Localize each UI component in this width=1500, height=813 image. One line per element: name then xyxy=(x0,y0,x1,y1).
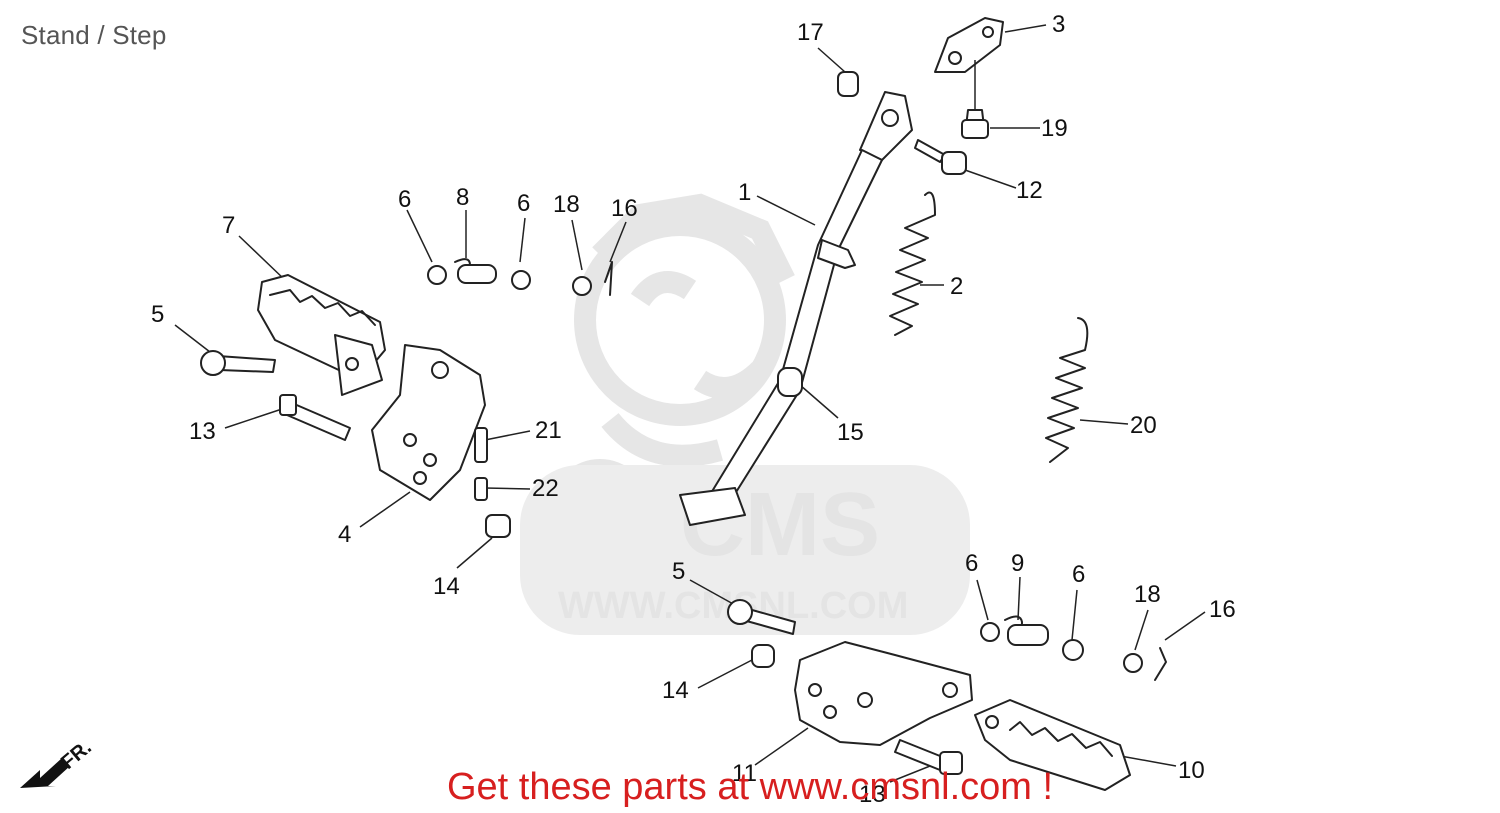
part-footpeg-bracket-left-4[interactable] xyxy=(371,344,486,501)
part-nut-left-14[interactable] xyxy=(485,514,511,538)
callout-7: 7 xyxy=(222,212,235,239)
callout-17: 17 xyxy=(797,19,824,46)
callout-12: 12 xyxy=(1016,177,1043,204)
part-footpeg-right-10[interactable] xyxy=(974,699,1131,791)
part-side-stand[interactable] xyxy=(679,91,913,526)
callout-9: 9 xyxy=(1011,550,1024,577)
callout-18-upper: 18 xyxy=(553,191,580,218)
leader-lines xyxy=(174,24,1206,783)
part-pin-right-5[interactable] xyxy=(727,599,796,635)
part-pivot-nut-12[interactable] xyxy=(914,139,967,175)
callout-6-upper-left: 6 xyxy=(398,186,411,213)
callout-16-upper: 16 xyxy=(611,195,638,222)
callout-14-upper: 14 xyxy=(433,573,460,600)
part-nut-right-14[interactable] xyxy=(751,644,775,668)
callout-21: 21 xyxy=(535,417,562,444)
callout-20: 20 xyxy=(1130,412,1157,439)
callout-15: 15 xyxy=(837,419,864,446)
part-pin-left-5[interactable] xyxy=(200,350,276,376)
part-spring-20[interactable] xyxy=(1045,317,1089,463)
part-stand-bracket[interactable] xyxy=(934,17,1004,110)
callout-5-upper: 5 xyxy=(151,301,164,328)
part-stud-22[interactable] xyxy=(474,477,488,501)
part-washer-spring-set-upper[interactable] xyxy=(427,258,613,296)
part-footpeg-bracket-right-11[interactable] xyxy=(794,641,973,746)
watermark: CMS WWW.CMSNL.COM xyxy=(520,193,970,635)
callout-13-upper: 13 xyxy=(189,418,216,445)
callout-11: 11 xyxy=(732,760,757,787)
callout-22: 22 xyxy=(532,475,559,502)
part-bolt-left-13[interactable] xyxy=(279,394,351,441)
callout-6-lower-left: 6 xyxy=(965,550,978,577)
callout-4: 4 xyxy=(338,521,351,548)
footer-promo[interactable]: Get these parts at www.cmsnl.com ! xyxy=(0,766,1500,809)
callout-19: 19 xyxy=(1041,115,1068,142)
part-pivot-bolt[interactable] xyxy=(961,109,989,139)
callout-labels: 1 2 3 4 5 5 6 6 6 6 7 8 9 10 11 12 13 13… xyxy=(151,11,1236,808)
part-collar-17[interactable] xyxy=(837,71,859,97)
callout-3: 3 xyxy=(1052,11,1065,38)
part-footpeg-left-7[interactable] xyxy=(257,274,386,396)
callout-6-lower-right: 6 xyxy=(1072,561,1085,588)
callout-14-lower: 14 xyxy=(662,677,689,704)
callout-2: 2 xyxy=(950,273,963,300)
watermark-badge xyxy=(520,465,970,635)
callout-16-lower: 16 xyxy=(1209,596,1236,623)
part-rubber-stopper-15[interactable] xyxy=(777,367,803,397)
part-bolt-right-13[interactable] xyxy=(894,739,963,775)
callout-5-lower: 5 xyxy=(672,558,685,585)
footer-promo-text[interactable]: Get these parts at www.cmsnl.com ! xyxy=(446,766,1054,808)
part-stud-21[interactable] xyxy=(474,427,488,463)
callout-13-lower: 13 xyxy=(859,781,886,808)
callout-8: 8 xyxy=(456,184,469,211)
callout-1: 1 xyxy=(738,179,751,206)
callout-10: 10 xyxy=(1178,757,1205,784)
part-spring-2[interactable] xyxy=(889,191,936,336)
part-washer-spring-set-lower[interactable] xyxy=(980,615,1167,681)
callout-6-upper-right: 6 xyxy=(517,190,530,217)
page-title: Stand / Step xyxy=(21,20,167,50)
watermark-logo-text: CMS xyxy=(680,475,880,575)
callout-18-lower: 18 xyxy=(1134,581,1161,608)
